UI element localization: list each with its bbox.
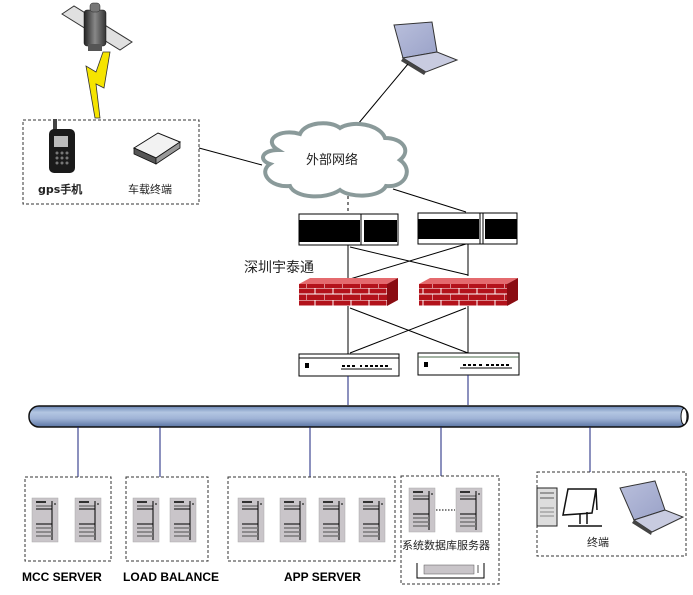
satellite-icon (61, 2, 133, 51)
server-icon (455, 487, 483, 533)
mobile-phone-label: gps手机 (38, 182, 82, 196)
firewall-2 (419, 278, 518, 306)
vehicle-terminal-icon (132, 132, 182, 165)
switch-2 (417, 352, 520, 376)
storage-array-icon (416, 563, 485, 579)
server-group-load-balance (125, 476, 209, 562)
switch-ports (342, 365, 388, 367)
diagram-title: 深圳宇泰通 (244, 260, 314, 276)
server-icon (74, 497, 102, 543)
server-icon (31, 497, 59, 543)
server-icon (237, 497, 265, 543)
server-icon (279, 497, 307, 543)
server-icon (169, 497, 197, 543)
server-group-terminal (536, 471, 687, 557)
desktop-tower-icon (536, 487, 558, 527)
server-group-label: LOAD BALANCE (123, 570, 219, 584)
server-group-label: 终端 (587, 535, 609, 549)
server-group-label: APP SERVER (284, 570, 361, 584)
server-icon (408, 487, 436, 533)
server-group-mcc (24, 476, 112, 562)
lightning-icon (85, 51, 111, 119)
monitor-icon (562, 488, 602, 527)
mobile-group-box (22, 119, 200, 205)
server-group-label: MCC SERVER (22, 570, 102, 584)
cloud-icon (261, 121, 409, 199)
server-group-app (227, 476, 396, 562)
vehicle-terminal-label: 车载终端 (128, 182, 172, 196)
cloud-label: 外部网络 (306, 152, 358, 168)
server-icon (358, 497, 386, 543)
switch-1 (298, 353, 400, 377)
mobile-phone-icon (49, 119, 75, 173)
remote-laptop-icon (393, 21, 459, 75)
server-group-label: 系统数据库服务器 (402, 538, 490, 552)
firewall-1 (299, 278, 398, 306)
router-1 (298, 213, 399, 246)
server-icon (132, 497, 160, 543)
router-2 (417, 212, 518, 245)
server-icon (318, 497, 346, 543)
server-group-database (400, 475, 500, 585)
network-bus-icon (28, 405, 689, 428)
laptop-icon (619, 480, 685, 535)
